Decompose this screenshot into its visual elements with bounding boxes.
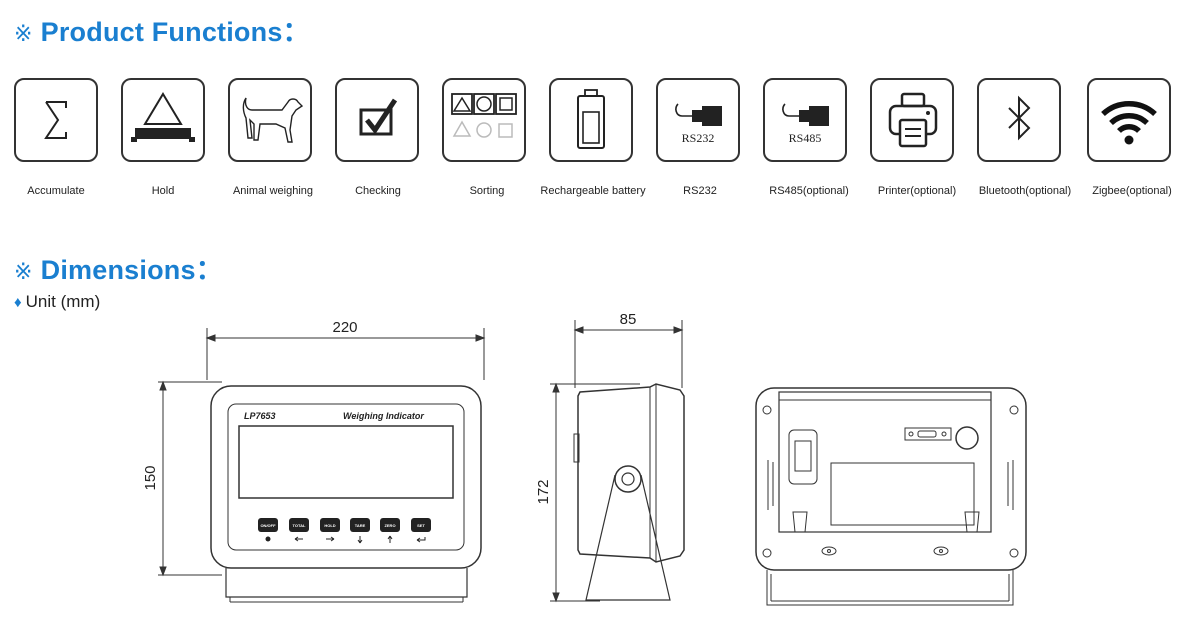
hold-label: Hold xyxy=(151,185,175,197)
indicator-title-label: Weighing Indicator xyxy=(343,411,424,421)
rs485-connector-icon: RS485 xyxy=(782,103,829,145)
key-zero xyxy=(380,518,400,532)
animal-weighing-label: Animal weighing xyxy=(232,185,314,197)
hold-tile xyxy=(121,78,205,162)
side-view xyxy=(550,320,685,603)
depth-dimension: 85 xyxy=(620,311,637,328)
product-functions-heading: ※ Product Functions： xyxy=(14,10,310,49)
key-total xyxy=(289,518,309,532)
sorting-label: Sorting xyxy=(469,185,505,197)
key-total-label: TOTAL xyxy=(293,523,307,528)
key-zero-label: ZERO xyxy=(384,523,395,528)
diamond-bullet: ♦ xyxy=(14,294,22,311)
total-height-dimension: 172 xyxy=(535,479,552,504)
battery-tile xyxy=(549,78,633,162)
heading-mark: ※ xyxy=(14,259,33,284)
rs485-icon-text: RS485 xyxy=(789,131,822,145)
printer-label: Printer(optional) xyxy=(877,185,957,197)
animal-weighing-tile xyxy=(228,78,312,162)
sigma-icon xyxy=(44,101,67,139)
rs485-tile: RS485 xyxy=(763,78,847,162)
rs485-label: RS485(optional) xyxy=(769,185,849,197)
wifi-icon xyxy=(1101,100,1157,145)
sorting-tile xyxy=(442,78,526,162)
rs232-tile: RS232 xyxy=(656,78,740,162)
bluetooth-icon xyxy=(1008,95,1031,141)
accumulate-label: Accumulate xyxy=(27,185,85,197)
printer-tile xyxy=(870,78,954,162)
model-label: LP7653 xyxy=(244,411,276,421)
shapes-icon xyxy=(451,93,517,138)
heading-mark: ※ xyxy=(14,21,33,46)
checking-tile xyxy=(335,78,419,162)
heading-text: Dimensions： xyxy=(40,255,223,285)
unit-text: Unit (mm) xyxy=(25,292,101,311)
width-dimension: 220 xyxy=(332,319,357,336)
heading-text: Product Functions： xyxy=(40,17,310,47)
front-keypad: ON/OFF TOTAL HOLD TARE ZERO SET xyxy=(258,518,431,544)
key-on-off xyxy=(258,518,278,532)
height-dimension: 150 xyxy=(142,465,159,490)
rs232-connector-icon: RS232 xyxy=(675,103,722,145)
unit-note: ♦Unit (mm) xyxy=(14,292,100,312)
checkbox-icon xyxy=(359,98,398,136)
checking-label: Checking xyxy=(355,185,401,197)
bluetooth-label: Bluetooth(optional) xyxy=(978,185,1072,197)
key-hold xyxy=(320,518,340,532)
rs232-icon-text: RS232 xyxy=(682,131,715,145)
bluetooth-tile xyxy=(977,78,1061,162)
back-view xyxy=(755,387,1027,606)
printer-icon xyxy=(888,92,938,148)
hold-triangle-icon xyxy=(131,92,195,142)
key-set-label: SET xyxy=(417,523,425,528)
key-tare xyxy=(350,518,370,532)
rs232-label: RS232 xyxy=(683,185,717,197)
zigbee-label: Zigbee(optional) xyxy=(1092,185,1172,197)
key-tare-label: TARE xyxy=(355,523,366,528)
rechargeable-battery-label: Rechargeable battery xyxy=(540,185,646,197)
dimension-drawings: ON/OFF TOTAL HOLD TARE ZERO SET LP7653 W… xyxy=(142,311,1027,606)
accumulate-tile xyxy=(14,78,98,162)
front-view xyxy=(158,328,486,603)
key-on-off-label: ON/OFF xyxy=(260,523,276,528)
key-set xyxy=(411,518,431,532)
dog-icon xyxy=(242,97,304,143)
key-hold-label: HOLD xyxy=(324,523,335,528)
dimensions-heading: ※ Dimensions： xyxy=(14,248,223,287)
zigbee-tile xyxy=(1087,78,1171,162)
battery-icon xyxy=(577,89,605,149)
